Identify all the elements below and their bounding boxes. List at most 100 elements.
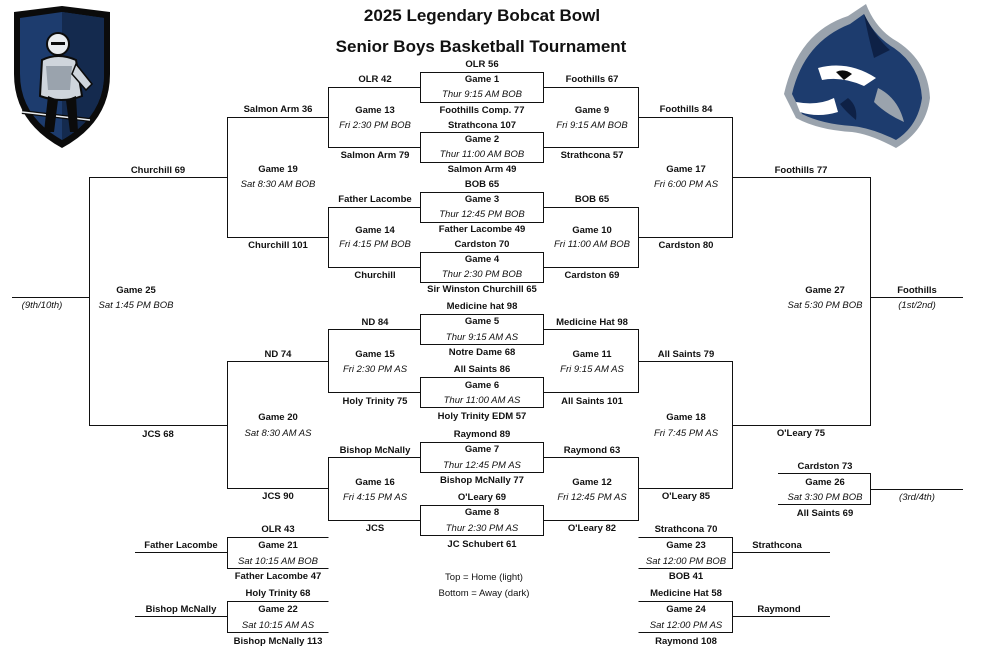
game-4-bottom-team: Sir Winston Churchill 65	[427, 284, 537, 295]
game-15-bracket	[328, 329, 421, 393]
game-5-time: Thur 9:15 AM AS	[445, 332, 519, 343]
game-25-label: Game 25	[116, 285, 156, 296]
champion: Foothills	[897, 285, 937, 296]
game-6-label: Game 6	[464, 380, 500, 391]
game-7-label: Game 7	[464, 444, 500, 455]
game-13-bottom-team: Salmon Arm 79	[340, 150, 410, 161]
game-2-box	[420, 132, 544, 163]
game-22-label: Game 22	[258, 604, 298, 615]
game-20-time: Sat 8:30 AM AS	[244, 428, 312, 439]
game-20-bracket	[227, 361, 329, 489]
game-1-box	[420, 72, 544, 103]
game-21-bottom-team: Father Lacombe 47	[234, 571, 322, 582]
game-3-top-team: BOB 65	[464, 179, 500, 190]
game-24-bottom-team: Raymond 108	[655, 636, 717, 647]
game-19-bottom-team: Churchill 101	[248, 240, 308, 251]
game-25-bracket	[89, 177, 228, 426]
ninth-tenth-label: (9th/10th)	[21, 300, 63, 311]
game-21-label: Game 21	[258, 540, 298, 551]
game-11-top-team: Medicine Hat 98	[556, 317, 628, 328]
game-5-bottom-team: Notre Dame 68	[448, 347, 516, 358]
game-13-label: Game 13	[355, 105, 395, 116]
game-11-bracket	[543, 329, 639, 393]
game-13-time: Fri 2:30 PM BOB	[339, 120, 411, 131]
game-11-time: Fri 9:15 AM AS	[560, 364, 624, 375]
game-23-label: Game 23	[666, 540, 706, 551]
game-24-time: Sat 12:00 PM AS	[649, 620, 723, 631]
game-15-top-team: ND 84	[361, 317, 389, 328]
game-12-top-team: Raymond 63	[563, 445, 621, 456]
game-27-bracket	[732, 177, 871, 426]
game-23-time: Sat 12:00 PM BOB	[645, 556, 727, 567]
game-15-label: Game 15	[355, 349, 395, 360]
game-9-time: Fri 9:15 AM BOB	[556, 120, 628, 131]
game-19-time: Sat 8:30 AM BOB	[240, 179, 316, 190]
game-23-bottom-team: BOB 41	[668, 571, 704, 582]
game-3-time: Thur 12:45 PM BOB	[439, 209, 525, 220]
game-10-top-team: BOB 65	[574, 194, 610, 205]
game-21-winner: Father Lacombe	[144, 540, 218, 551]
game-10-bottom-team: Cardston 69	[564, 270, 620, 281]
third-fourth-label: (3rd/4th)	[899, 492, 935, 503]
game-21-top-team: OLR 43	[261, 524, 295, 535]
game-16-top-team: Bishop McNally	[339, 445, 411, 456]
game-5-top-team: Medicine hat 98	[446, 301, 518, 312]
game-23-top-team: Strathcona 70	[654, 524, 718, 535]
game-12-time: Fri 12:45 PM AS	[557, 492, 627, 503]
game-22-time: Sat 10:15 AM AS	[241, 620, 315, 631]
game-2-time: Thur 11:00 AM BOB	[439, 149, 525, 160]
game-17-bracket	[638, 117, 733, 238]
game-21-time: Sat 10:15 AM BOB	[238, 556, 318, 567]
game-16-bottom-team: JCS	[365, 523, 385, 534]
game-7-top-team: Raymond 89	[453, 429, 511, 440]
game-1-top-team: OLR 56	[465, 59, 499, 70]
game-27-bottom-team: O'Leary 75	[776, 428, 826, 439]
game-14-time: Fri 4:15 PM BOB	[339, 239, 411, 250]
game-14-top-team: Father Lacombe	[338, 194, 412, 205]
game-17-top-team: Foothills 84	[659, 104, 713, 115]
game-26-time: Sat 3:30 PM BOB	[787, 492, 863, 503]
game-7-time: Thur 12:45 PM AS	[443, 460, 521, 471]
game-2-top-team: Strathcona 107	[447, 120, 517, 131]
page-subtitle: Senior Boys Basketball Tournament	[335, 37, 627, 56]
game-22-top-team: Holy Trinity 68	[245, 588, 311, 599]
game-25-top-team: Churchill 69	[130, 165, 186, 176]
game-9-label: Game 9	[574, 105, 610, 116]
game-23-winner: Strathcona	[752, 540, 802, 551]
game-6-top-team: All Saints 86	[453, 364, 511, 375]
game-22-winner: Bishop McNally	[145, 604, 217, 615]
game-24-top-team: Medicine Hat 58	[650, 588, 722, 599]
game-11-label: Game 11	[572, 349, 612, 360]
legend-away: Bottom = Away (dark)	[438, 588, 530, 599]
game-12-bracket	[543, 457, 639, 521]
game-14-label: Game 14	[355, 225, 395, 236]
game-4-label: Game 4	[464, 254, 500, 265]
game-22-bottom-team: Bishop McNally 113	[233, 636, 323, 647]
game-8-top-team: O'Leary 69	[457, 492, 507, 503]
game-6-bottom-team: Holy Trinity EDM 57	[437, 411, 527, 422]
game-19-bracket	[227, 117, 329, 238]
game-9-top-team: Foothills 67	[565, 74, 619, 85]
game-26-bottom-team: All Saints 69	[796, 508, 854, 519]
game-14-bottom-team: Churchill	[354, 270, 396, 281]
game-25-bottom-team: JCS 68	[142, 429, 174, 440]
game-12-label: Game 12	[572, 477, 612, 488]
game-1-bottom-team: Foothills Comp. 77	[439, 105, 525, 116]
game-3-label: Game 3	[464, 194, 500, 205]
game-18-bottom-team: O'Leary 85	[661, 491, 711, 502]
game-1-label: Game 1	[464, 74, 500, 85]
game-4-time: Thur 2:30 PM BOB	[441, 269, 523, 280]
game-14-bracket	[328, 207, 421, 268]
game-7-box	[420, 442, 544, 473]
game-15-time: Fri 2:30 PM AS	[342, 364, 408, 375]
game-8-box	[420, 505, 544, 536]
game-2-bottom-team: Salmon Arm 49	[447, 164, 517, 175]
game-9-bottom-team: Strathcona 57	[560, 150, 624, 161]
game-12-bottom-team: O'Leary 82	[567, 523, 617, 534]
game-5-box	[420, 314, 544, 345]
game-26-label: Game 26	[805, 477, 845, 488]
game-20-top-team: ND 74	[264, 349, 292, 360]
first-second-label: (1st/2nd)	[898, 300, 936, 311]
game-17-bottom-team: Cardston 80	[658, 240, 714, 251]
